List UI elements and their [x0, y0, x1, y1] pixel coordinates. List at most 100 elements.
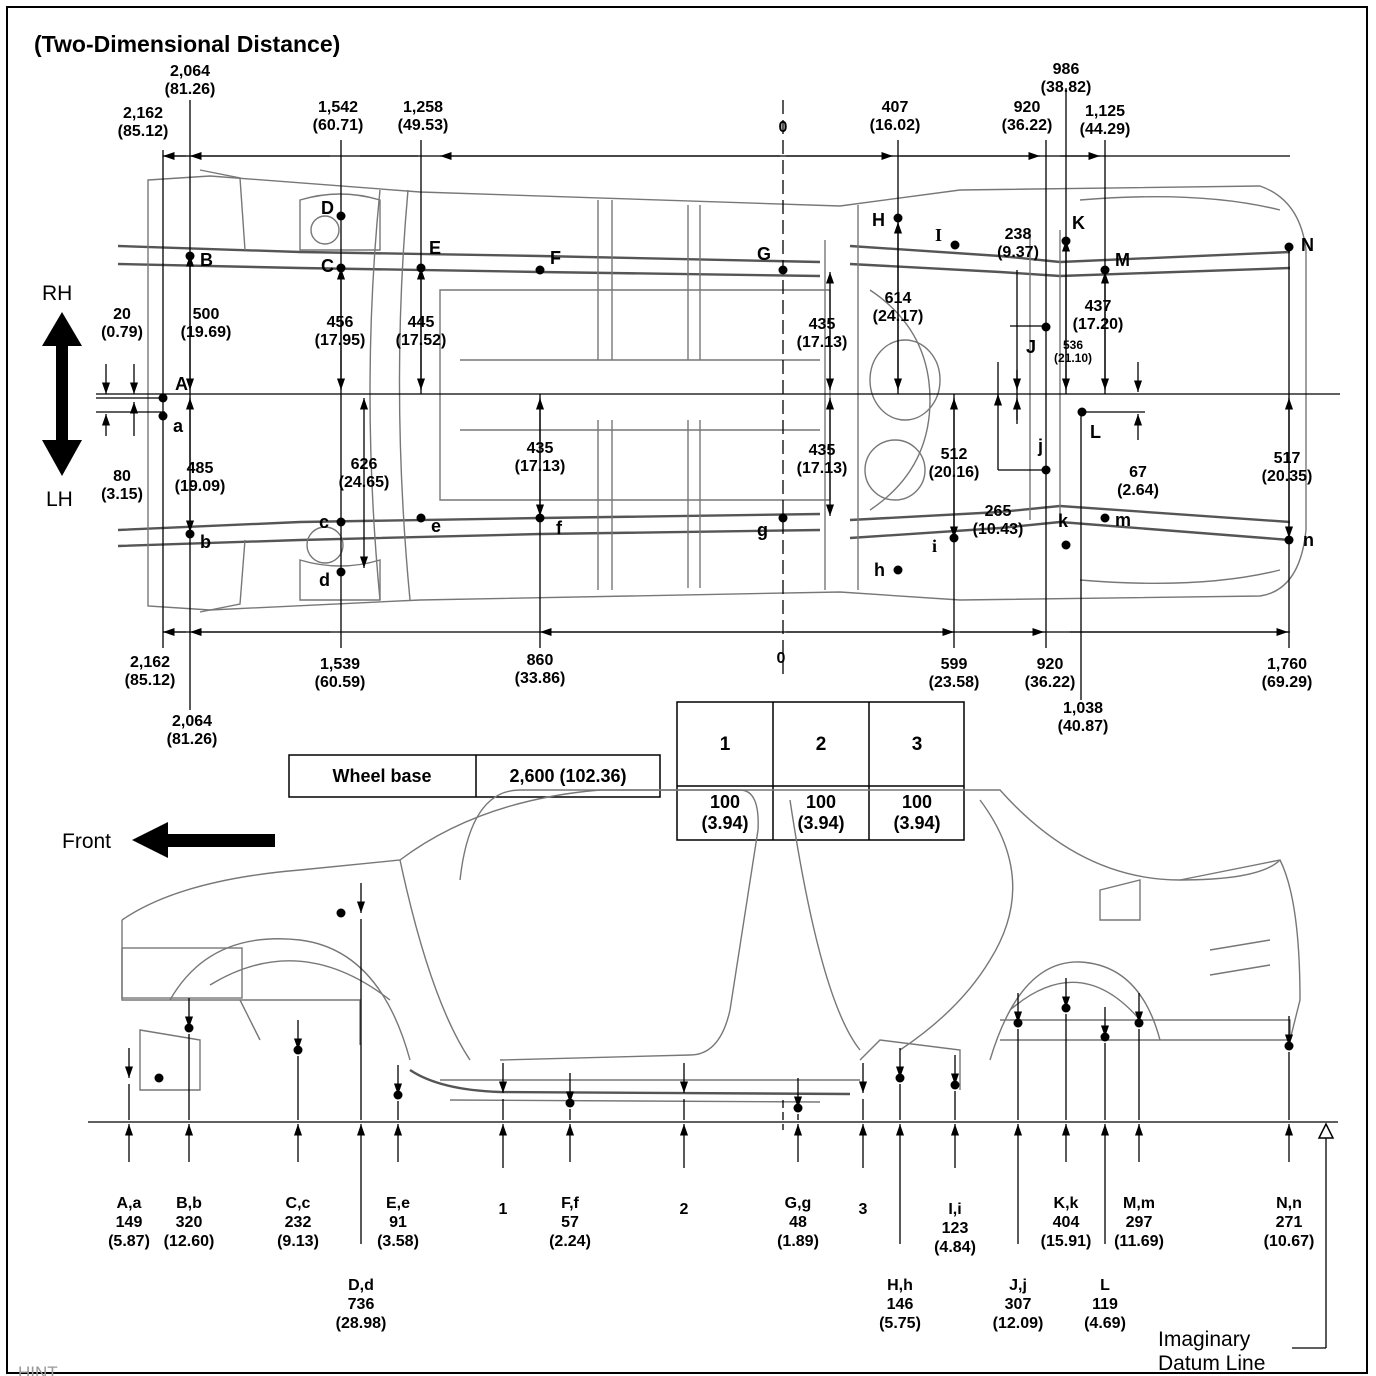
front-arrow-icon — [132, 822, 275, 858]
plan-dim-label-line: (10.43) — [973, 521, 1024, 538]
points-table-value: 100(3.94) — [797, 792, 844, 833]
height-label-line: 297 — [1126, 1214, 1153, 1231]
top-dim-label-line: (81.26) — [165, 81, 216, 98]
bottom-dim-label-line: (81.26) — [167, 731, 218, 748]
top-dim-label-line: (60.71) — [313, 117, 364, 134]
plan-dim-label-line: (0.79) — [101, 324, 143, 341]
side-point-marker — [1100, 1032, 1110, 1042]
plan-dim-label: 485(19.09) — [175, 460, 226, 495]
height-label-line: J,j — [1009, 1277, 1027, 1294]
height-label-line: (10.67) — [1264, 1233, 1315, 1250]
point-label-lower: g — [757, 520, 768, 540]
points-table-value-line: 100 — [710, 792, 740, 812]
height-label-line: 146 — [887, 1296, 914, 1313]
point-label-upper: M — [1115, 250, 1130, 270]
bottom-dim-label-line: (85.12) — [125, 672, 176, 689]
bottom-dim-label: 0 — [777, 650, 786, 667]
bottom-dim-label: 599(23.58) — [929, 656, 980, 691]
height-label-line: 119 — [1092, 1296, 1118, 1313]
plan-dim-label-line: (9.37) — [997, 244, 1039, 261]
top-dim-label-line: 0 — [779, 119, 788, 136]
plan-dim-label: 512(20.16) — [929, 446, 980, 481]
height-label-line: 307 — [1005, 1296, 1032, 1313]
point-label-lower: k — [1058, 511, 1069, 531]
point-label-lower: i — [932, 536, 937, 556]
point-a-marker — [158, 411, 168, 421]
height-label-line: (1.89) — [777, 1233, 819, 1250]
bottom-dim-label-line: (60.59) — [315, 674, 366, 691]
lh-label: LH — [46, 488, 73, 511]
point-e-marker — [416, 513, 426, 523]
points-table-value-line: (3.94) — [797, 813, 844, 833]
dimension-labels: 2,064(81.26)2,162(85.12)1,542(60.71)1,25… — [101, 61, 1312, 748]
plan-dim-label-line: 435 — [809, 316, 836, 333]
point-label-lower: c — [319, 512, 329, 532]
point-i-marker — [949, 533, 959, 543]
point-M-marker — [1100, 265, 1110, 275]
bottom-dim-label-line: (40.87) — [1058, 718, 1109, 735]
top-dim-label-line: 986 — [1053, 61, 1080, 78]
height-label-line: (12.60) — [164, 1233, 215, 1250]
point-N-marker — [1284, 242, 1294, 252]
bottom-dim-label-line: 2,064 — [172, 713, 212, 730]
height-label-line: (4.69) — [1084, 1315, 1126, 1332]
plan-dim-label-line: 67 — [1129, 464, 1147, 481]
side-point-marker — [895, 1073, 905, 1083]
point-label-upper: C — [321, 256, 334, 276]
point-label-lower: e — [431, 516, 441, 536]
rh-lh-arrow — [42, 312, 82, 476]
plan-dim-label-line: 265 — [985, 503, 1012, 520]
plan-dim-label: 500(19.69) — [181, 306, 232, 341]
plan-dim-label: 445(17.52) — [396, 314, 447, 349]
height-label-line: (9.13) — [277, 1233, 319, 1250]
points-table-header: 3 — [912, 734, 923, 755]
bottom-dim-label-line: 1,038 — [1063, 700, 1103, 717]
point-label-upper: I — [935, 225, 942, 245]
side-points — [154, 908, 1294, 1113]
point-label-upper: E — [429, 238, 441, 258]
top-dim-label: 0 — [779, 119, 788, 136]
point-c-marker — [336, 517, 346, 527]
height-label-line: 736 — [348, 1296, 375, 1313]
point-k-marker — [1061, 540, 1071, 550]
points-table-value: 100(3.94) — [701, 792, 748, 833]
height-label-line: 232 — [285, 1214, 312, 1231]
top-dim-label-line: (49.53) — [398, 117, 449, 134]
height-label-line: (2.24) — [549, 1233, 591, 1250]
point-label-upper: L — [1090, 422, 1101, 442]
plan-dim-label: 80(3.15) — [101, 468, 143, 503]
top-dim-label-line: (38.82) — [1041, 79, 1092, 96]
side-point-marker — [1284, 1041, 1294, 1051]
point-h-marker — [893, 565, 903, 575]
point-label-upper: B — [200, 250, 213, 270]
plan-dim-label-line: (17.13) — [797, 334, 848, 351]
point-label-lower: a — [173, 416, 184, 436]
point-label-upper: J — [1026, 337, 1036, 357]
plan-dim-label-line: (17.52) — [396, 332, 447, 349]
diagram-title: (Two-Dimensional Distance) — [34, 31, 340, 57]
side-point-marker — [393, 1090, 403, 1100]
plan-dim-label-line: 80 — [113, 468, 131, 485]
point-label-lower: b — [200, 532, 211, 552]
height-label-line: 3 — [859, 1201, 868, 1218]
points-table-value-line: 100 — [902, 792, 932, 812]
bottom-dim-label: 1,760(69.29) — [1262, 656, 1313, 691]
top-dim-label-line: (85.12) — [118, 123, 169, 140]
height-label: 3 — [859, 1201, 868, 1218]
bottom-dim-label-line: 860 — [527, 652, 554, 669]
datum-label-line1: Imaginary — [1158, 1328, 1251, 1351]
plan-dim-label: 626(24.65) — [339, 456, 390, 491]
side-point-marker — [1134, 1018, 1144, 1028]
height-label-line: 123 — [942, 1220, 969, 1237]
points-table-header: 2 — [816, 734, 827, 755]
bottom-dim-label-line: 2,162 — [130, 654, 170, 671]
point-F-marker — [535, 265, 545, 275]
plan-dim-label: 238(9.37) — [997, 226, 1039, 261]
point-label-upper: H — [872, 210, 885, 230]
plan-dim-label-line: (17.20) — [1073, 316, 1124, 333]
